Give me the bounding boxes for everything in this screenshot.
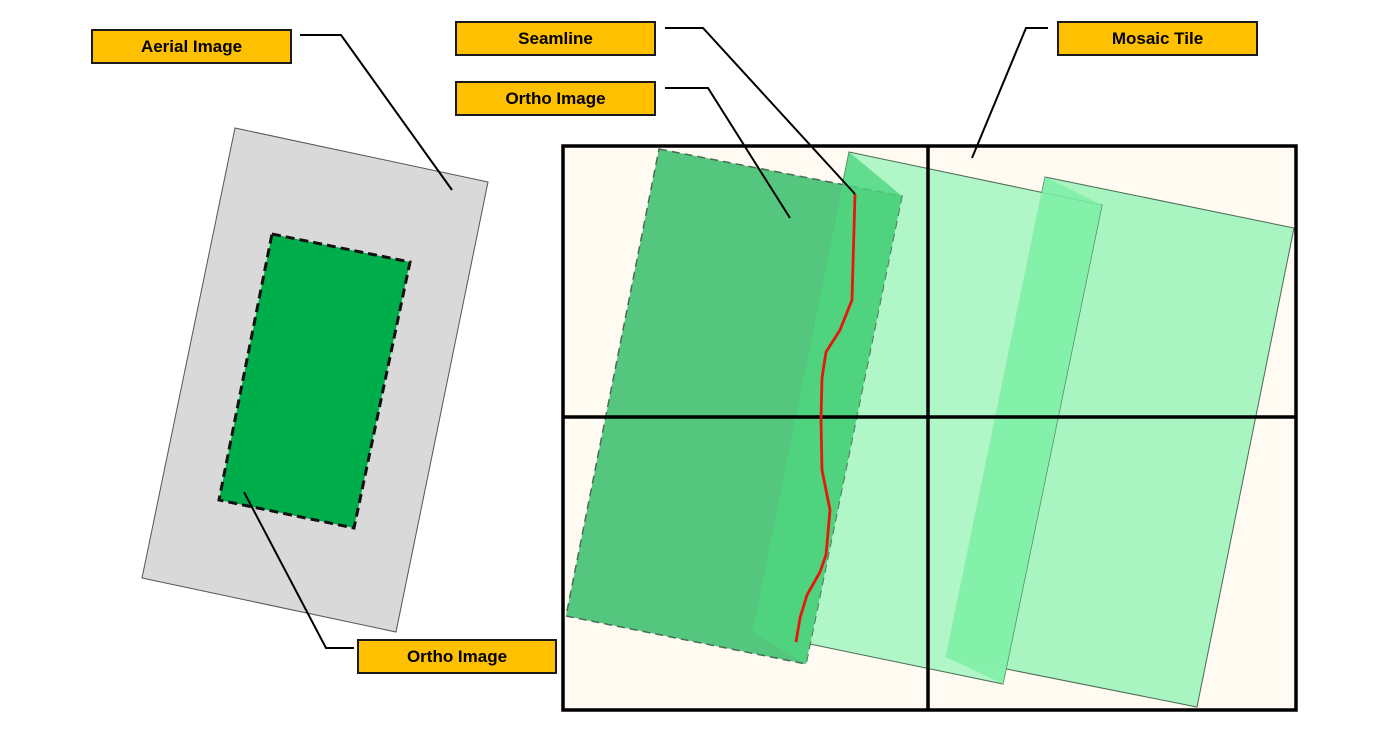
ortho-image-label-bottom: Ortho Image	[357, 639, 557, 674]
ortho-image-area-left	[217, 232, 412, 530]
ortho-image-label-top: Ortho Image	[455, 81, 656, 116]
overlap-strip-right	[946, 177, 1102, 684]
seamline-label: Seamline	[455, 21, 656, 56]
overlap-strip-left	[752, 152, 902, 664]
leader-line-ortho-image-bottom	[243, 491, 354, 649]
seamline-path	[794, 193, 857, 643]
leader-line-mosaic-tile	[971, 27, 1048, 159]
mosaic-tile-label: Mosaic Tile	[1057, 21, 1258, 56]
leader-line-ortho-image-top	[665, 87, 791, 219]
leader-line-aerial-image	[300, 34, 453, 191]
aerial-image-label: Aerial Image	[91, 29, 292, 64]
leader-line-seamline	[665, 27, 856, 195]
